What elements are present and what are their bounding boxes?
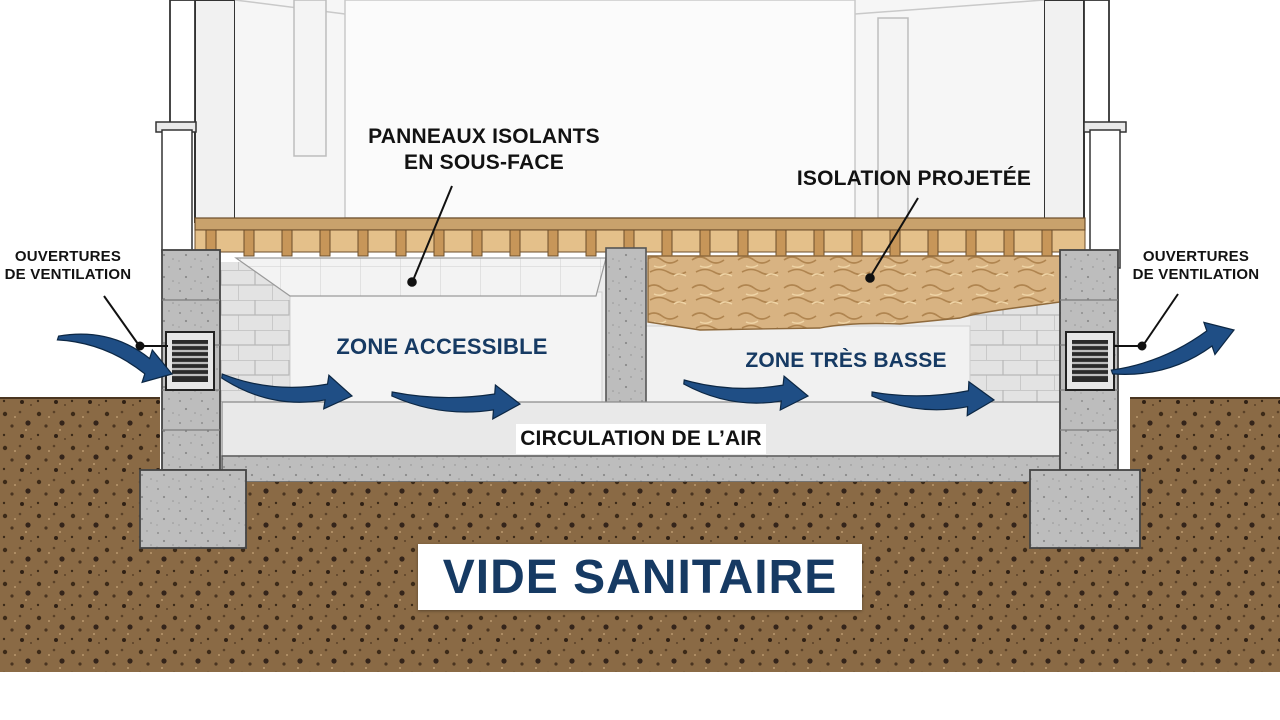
page-title: VIDE SANITAIRE: [442, 550, 838, 604]
floor-joist: [927, 229, 939, 257]
airflow-arrow-icon: [391, 383, 522, 420]
vent-left-line2: DE VENTILATION: [4, 266, 132, 284]
floor-joist: [661, 229, 673, 257]
floor-joist: [471, 229, 483, 257]
zone-low-text: ZONE TRÈS BASSE: [745, 349, 947, 372]
vent-right-line1: OUVERTURES: [1142, 248, 1250, 265]
panels-line2: EN SOUS-FACE: [404, 150, 564, 174]
floor-joist: [1041, 229, 1053, 257]
vent-grille-icon: [1065, 331, 1115, 391]
floor-joist: [965, 229, 977, 257]
spray-text: ISOLATION PROJETÉE: [796, 167, 1032, 190]
airflow-arrow-icon: [683, 375, 810, 412]
floor-joist: [509, 229, 521, 257]
airflow-text: CIRCULATION DE L’AIR: [520, 427, 762, 450]
vent-left-label: OUVERTURES DE VENTILATION: [2, 248, 134, 285]
zone-accessible-text: ZONE ACCESSIBLE: [336, 334, 548, 359]
floor-joist: [281, 229, 293, 257]
floor-joist: [775, 229, 787, 257]
airflow-arrow-icon: [56, 333, 174, 384]
vent-grille-icon: [165, 331, 215, 391]
floor-joist: [585, 229, 597, 257]
spray-label: ISOLATION PROJETÉE: [790, 166, 1038, 192]
vent-right-line2: DE VENTILATION: [1132, 266, 1260, 284]
floor-joist: [851, 229, 863, 257]
zone-accessible-label: ZONE ACCESSIBLE: [322, 334, 562, 361]
floor-joist: [243, 229, 255, 257]
airflow-arrow-icon: [871, 380, 996, 417]
floor-joist: [395, 229, 407, 257]
floor-joist: [813, 229, 825, 257]
floor-joist: [319, 229, 331, 257]
panels-line1: PANNEAUX ISOLANTS: [368, 125, 600, 148]
floor-joist: [357, 229, 369, 257]
floor-joist: [737, 229, 749, 257]
airflow-arrow-icon: [1110, 321, 1236, 375]
floor-joist: [547, 229, 559, 257]
floor-joist: [1003, 229, 1015, 257]
floor-joist: [433, 229, 445, 257]
floor-joist: [699, 229, 711, 257]
airflow-arrow-icon: [221, 373, 354, 410]
vent-right-label: OUVERTURES DE VENTILATION: [1128, 248, 1264, 285]
main-title-plate: VIDE SANITAIRE: [418, 544, 862, 610]
vent-left-line1: OUVERTURES: [14, 248, 122, 265]
airflow-label: CIRCULATION DE L’AIR: [516, 424, 766, 454]
panels-label: PANNEAUX ISOLANTS EN SOUS-FACE: [352, 124, 616, 175]
zone-low-label: ZONE TRÈS BASSE: [736, 348, 956, 374]
